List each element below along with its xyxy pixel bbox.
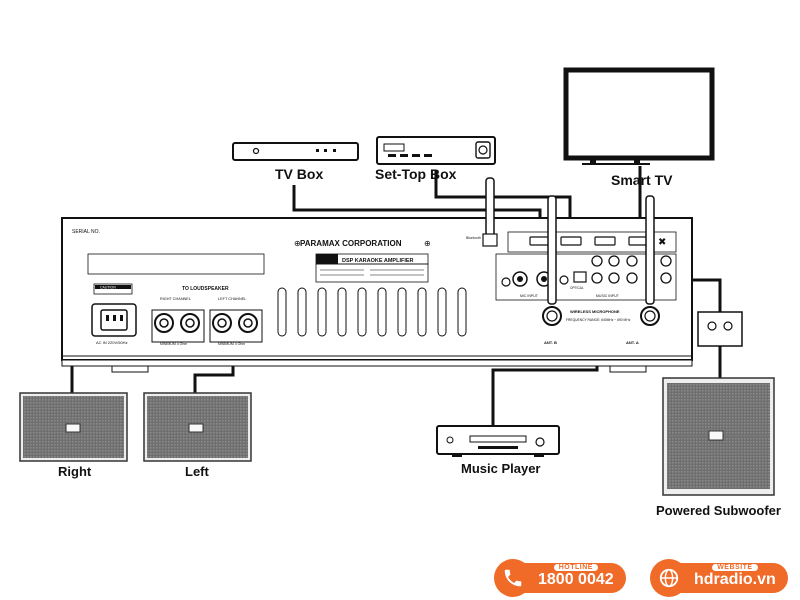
smart-tv-illustration — [563, 67, 715, 165]
speaker-terminals-left: MINIMUM 4 Ohm — [209, 309, 263, 346]
smart-tv-label: Smart TV — [611, 172, 673, 188]
music-input-label: MUSIC INPUT — [596, 294, 620, 298]
mic-input-label: MIC INPUT — [520, 294, 539, 298]
min-ohm-left: MINIMUM 4 Ohm — [218, 342, 245, 346]
phone-icon — [494, 559, 532, 597]
speaker-terminals-right: MINIMUM 4 Ohm — [151, 309, 205, 346]
powered-subwoofer-label: Powered Subwoofer — [656, 503, 781, 518]
website-badge[interactable]: WEBSITE hdradio.vn — [650, 558, 788, 598]
mic-frequency: FREQUENCY RANGE: 640MHz ~ 690 MHz — [566, 318, 631, 322]
antenna-a: ANT. A — [626, 195, 660, 345]
set-top-box-label: Set-Top Box — [375, 166, 457, 182]
power-label: AC IN 220V/50Hz — [96, 340, 128, 345]
serial-label: SERIAL NO. — [72, 229, 100, 235]
music-player-illustration — [436, 425, 560, 457]
globe-icon — [650, 559, 688, 597]
music-player-label: Music Player — [461, 461, 541, 476]
tv-box-illustration — [232, 142, 359, 161]
hotline-number: 1800 0042 — [538, 570, 614, 588]
brand-label: PARAMAX CORPORATION — [300, 239, 402, 248]
bluetooth-label: Bluetooth — [466, 236, 481, 240]
svg-text:✖: ✖ — [658, 237, 666, 248]
loudspeaker-title: TO LOUDSPEAKER — [182, 286, 229, 292]
svg-text:⊕: ⊕ — [294, 239, 301, 248]
speaker-left-label: Left — [185, 464, 209, 479]
hotline-label: HOTLINE — [553, 563, 598, 571]
wireless-mic-label: WIRELESS MICROPHONE — [570, 309, 620, 314]
svg-text:⊕: ⊕ — [424, 239, 431, 248]
speaker-left-illustration — [143, 392, 252, 462]
hdmi-ports: ✖ — [507, 231, 677, 253]
caution-label: CAUTION — [100, 286, 116, 290]
set-top-box-illustration — [376, 136, 496, 165]
antenna-b: ANT. B — [542, 195, 562, 345]
min-ohm-right: MINIMUM 4 Ohm — [160, 342, 187, 346]
optical-label: OPTICAL — [570, 286, 584, 290]
tv-box-label: TV Box — [275, 166, 324, 182]
right-channel-label: RIGHT CHANNEL — [160, 297, 191, 301]
website-label: WEBSITE — [712, 563, 758, 571]
left-channel-label: LEFT CHANNEL — [218, 297, 246, 301]
svg-text:ANT. B: ANT. B — [544, 340, 557, 345]
amplifier-rear-panel: SERIAL NO. PARAMAX CORPORATION ⊕ ⊕ DSP K… — [61, 177, 693, 373]
speaker-right-illustration — [19, 392, 128, 462]
model-tag: DSP KARAOKE AMPLIFIER — [342, 258, 414, 264]
website-url: hdradio.vn — [694, 570, 776, 588]
subwoofer-illustration — [662, 311, 775, 496]
hotline-badge[interactable]: HOTLINE 1800 0042 — [494, 558, 626, 598]
svg-text:ANT. A: ANT. A — [626, 340, 639, 345]
speaker-right-label: Right — [58, 464, 92, 479]
